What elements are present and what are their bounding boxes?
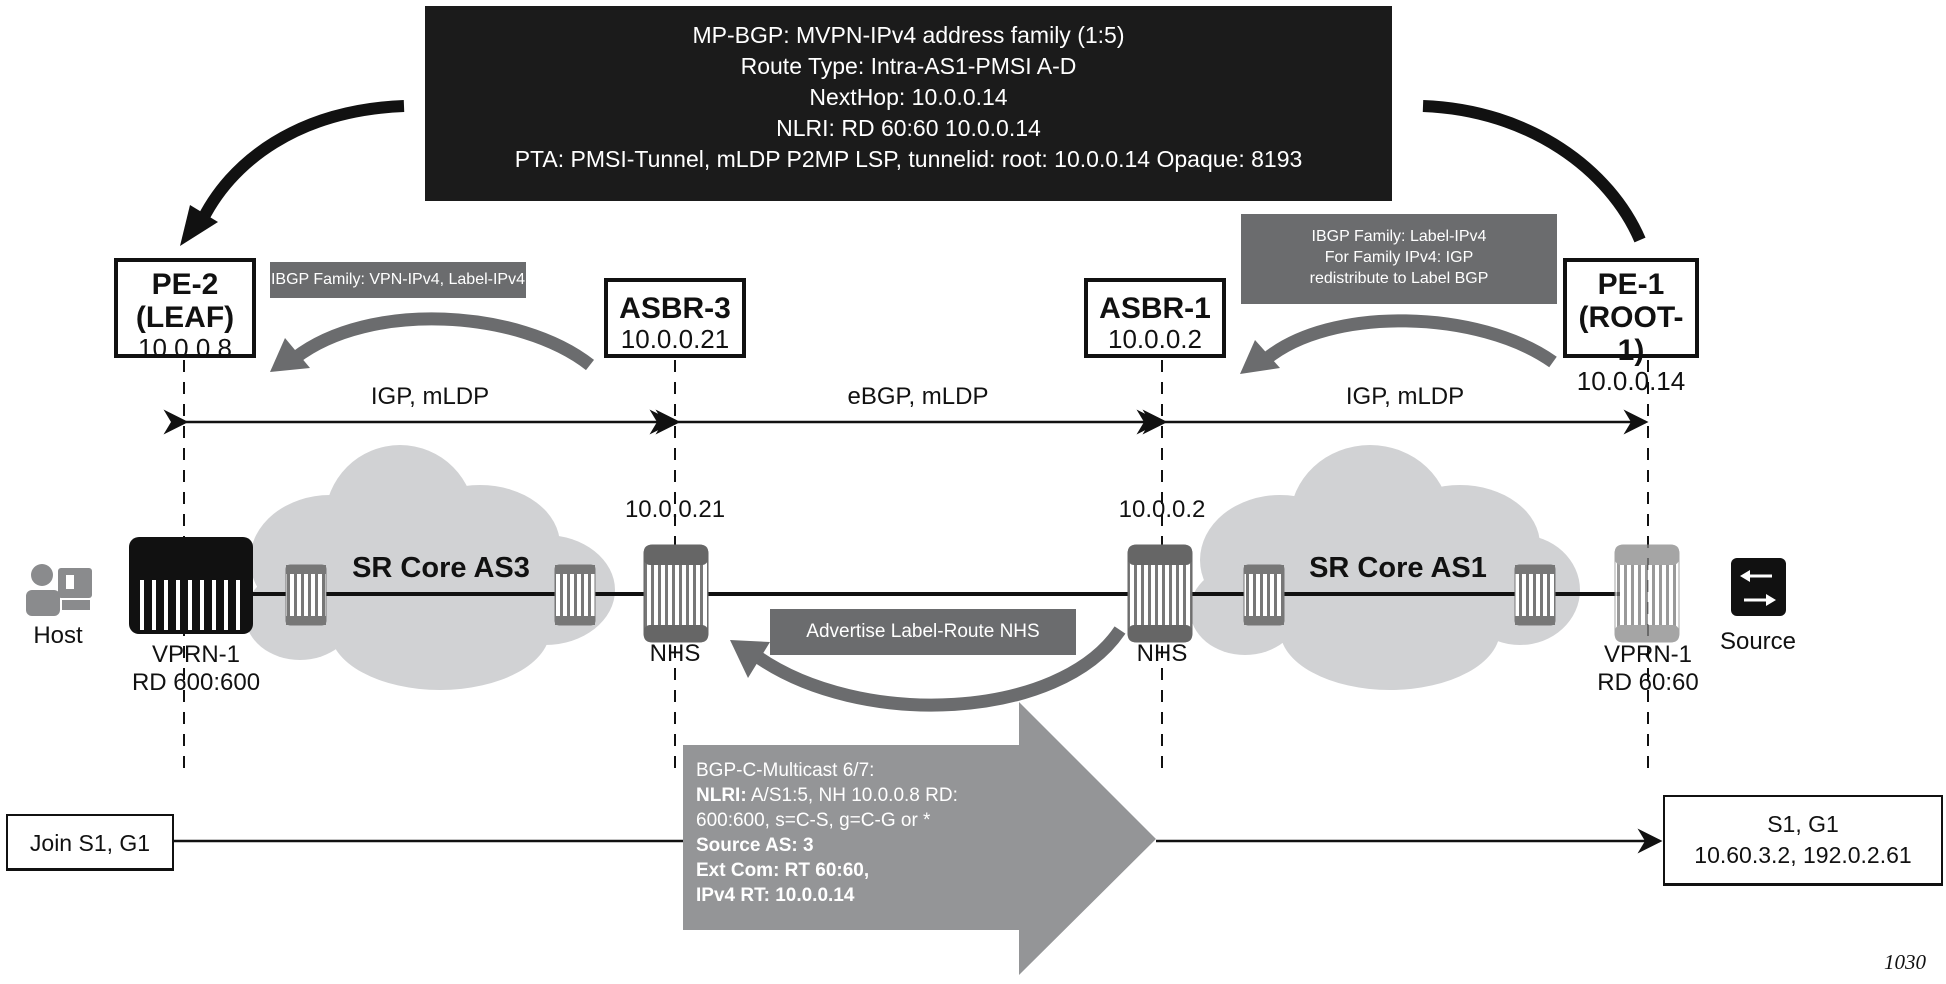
sg-addresses: 10.60.3.2, 192.0.2.61 bbox=[1694, 842, 1912, 868]
bgp-line: MP-BGP: MVPN-IPv4 address family (1:5) bbox=[692, 22, 1125, 48]
node-ip: 10.0.0.14 bbox=[1576, 366, 1686, 396]
ibgp-arrow-right bbox=[1260, 314, 1557, 368]
ibgp-right-line: redistribute to Label BGP bbox=[1309, 270, 1489, 287]
node-asbr1: ASBR-1 10.0.0.2 bbox=[1084, 278, 1226, 358]
host-label: Host bbox=[33, 622, 83, 649]
vprn-name: VPRN-1 bbox=[151, 641, 241, 668]
ibgp-left-label: IBGP Family: VPN-IPv4, Label-IPv4 bbox=[270, 262, 526, 298]
bgp-line: PTA: PMSI-Tunnel, mLDP P2MP LSP, tunneli… bbox=[514, 146, 1303, 172]
bgp-line: NLRI: RD 60:60 10.0.0.14 bbox=[776, 115, 1041, 141]
node-name: PE-1 bbox=[1597, 268, 1665, 301]
bgp-arrow-left bbox=[194, 100, 405, 228]
multicast-big-arrow bbox=[683, 702, 1156, 975]
ext-com: Ext Com: RT 60:60, bbox=[696, 860, 870, 881]
sg-box: S1, G1 10.60.3.2, 192.0.2.61 bbox=[1663, 795, 1943, 886]
source-switch-icon bbox=[1731, 558, 1786, 616]
node-pe2: PE-2 (LEAF) 10.0.0.8 bbox=[114, 258, 256, 362]
source-as: Source AS: 3 bbox=[696, 835, 814, 856]
vprn-right-label: VPRN-1 RD 60:60 bbox=[1597, 641, 1698, 696]
nlri-label: NLRI: bbox=[696, 785, 747, 806]
figure-number: 1030 bbox=[1884, 950, 1926, 974]
ibgp-right-line: For Family IPv4: IGP bbox=[1324, 249, 1474, 266]
router-asbr3-icon bbox=[643, 544, 709, 643]
node-name: ASBR-1 bbox=[1099, 292, 1211, 325]
node-pe1: PE-1 (ROOT-1) 10.0.0.14 bbox=[1563, 258, 1699, 395]
vprn-rd: RD 60:60 bbox=[1597, 668, 1699, 696]
bgp-line: NextHop: 10.0.0.14 bbox=[809, 84, 1008, 110]
ibgp-right-label: IBGP Family: Label-IPv4 For Family IPv4:… bbox=[1241, 214, 1557, 304]
bgp-line: Route Type: Intra-AS1-PMSI A-D bbox=[740, 53, 1077, 79]
node-ip: 10.0.0.8 bbox=[138, 333, 232, 363]
router-pe2-icon bbox=[129, 537, 253, 634]
join-box: Join S1, G1 bbox=[6, 814, 174, 871]
node-role: (ROOT-1) bbox=[1578, 301, 1684, 367]
nhs-label: NHS bbox=[1136, 640, 1188, 667]
router-icon bbox=[285, 564, 1556, 626]
advertise-arrow bbox=[751, 626, 1126, 712]
router-ip-label: 10.0.0.2 bbox=[1118, 496, 1206, 523]
node-role: (LEAF) bbox=[135, 301, 235, 334]
sg-label: S1, G1 bbox=[1767, 811, 1839, 837]
vprn-rd: RD 600:600 bbox=[131, 668, 261, 696]
node-asbr3: ASBR-3 10.0.0.21 bbox=[604, 278, 746, 358]
multicast-title: BGP-C-Multicast 6/7: bbox=[696, 760, 875, 781]
nlri-value: A/S1:5, NH 10.0.0.8 RD: bbox=[746, 785, 958, 806]
cloud-label: SR Core AS1 bbox=[1309, 552, 1487, 584]
multicast-text: BGP-C-Multicast 6/7: NLRI: A/S1:5, NH 10… bbox=[696, 758, 958, 908]
nhs-label: NHS bbox=[649, 640, 701, 667]
advertise-label: Advertise Label-Route NHS bbox=[770, 609, 1076, 655]
bgp-arrow-right bbox=[1422, 100, 1646, 243]
router-pe1-icon bbox=[1614, 544, 1680, 643]
segment-label: IGP, mLDP bbox=[370, 383, 490, 410]
cloud-label: SR Core AS3 bbox=[352, 552, 530, 584]
ibgp-arrow-left bbox=[291, 312, 595, 371]
segment-label: IGP, mLDP bbox=[1345, 383, 1465, 410]
node-ip: 10.0.0.21 bbox=[620, 324, 730, 354]
ibgp-right-line: IBGP Family: Label-IPv4 bbox=[1311, 228, 1487, 245]
vprn-left-label: VPRN-1 RD 600:600 bbox=[132, 641, 260, 696]
nlri-continued: 600:600, s=C-S, g=C-G or * bbox=[696, 810, 931, 831]
mp-bgp-info-box: MP-BGP: MVPN-IPv4 address family (1:5) R… bbox=[425, 6, 1392, 201]
source-label: Source bbox=[1719, 628, 1797, 655]
router-ip-label: 10.0.0.21 bbox=[624, 496, 726, 523]
segment-label: eBGP, mLDP bbox=[847, 383, 989, 410]
node-ip: 10.0.0.2 bbox=[1108, 324, 1202, 354]
node-name: ASBR-3 bbox=[619, 292, 731, 325]
vprn-name: VPRN-1 bbox=[1603, 641, 1693, 668]
ipv4-rt: IPv4 RT: 10.0.0.14 bbox=[696, 885, 855, 906]
router-asbr1-icon bbox=[1127, 544, 1193, 643]
host-icon bbox=[26, 564, 92, 616]
node-name: PE-2 bbox=[151, 268, 219, 301]
